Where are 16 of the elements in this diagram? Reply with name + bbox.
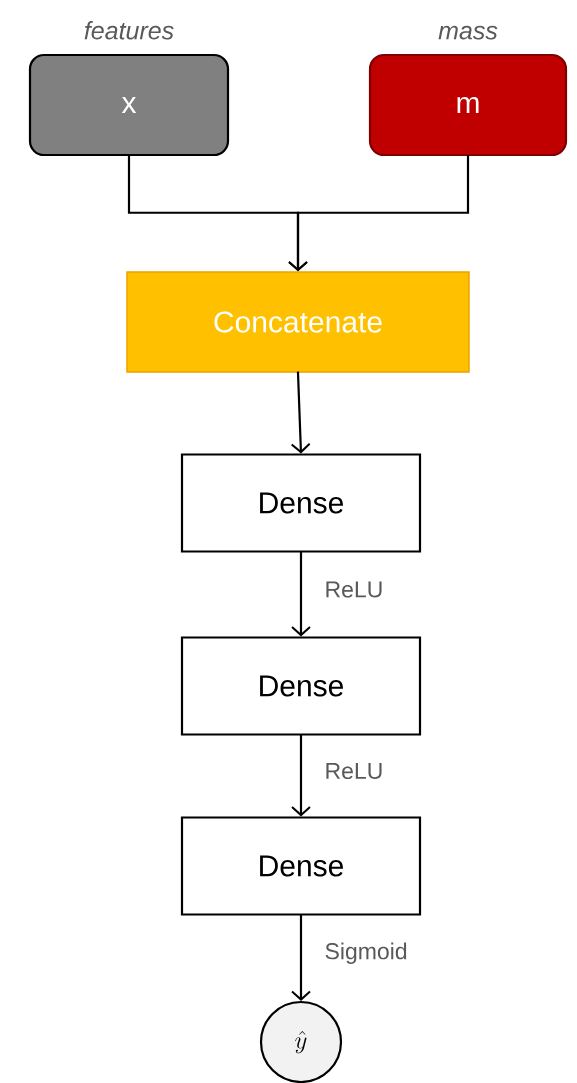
input-caption: features	[84, 21, 174, 40]
arrow	[288, 155, 470, 272]
layer-box: Dense	[180, 453, 422, 553]
arrow	[291, 551, 311, 637]
layer-box: Dense	[180, 636, 422, 736]
layer-box: Concatenate	[126, 271, 470, 373]
input-box: x	[28, 53, 230, 157]
edge-label: ReLU	[326, 763, 382, 779]
edge-label: Sigmoid	[325, 942, 407, 964]
layer-box: Dense	[180, 816, 422, 916]
edge-label: ReLU	[326, 581, 382, 598]
input-box: m	[368, 53, 568, 157]
arrow	[291, 914, 311, 1001]
input-caption: mass	[438, 25, 498, 40]
arrow	[291, 734, 311, 817]
arrow	[290, 371, 311, 454]
